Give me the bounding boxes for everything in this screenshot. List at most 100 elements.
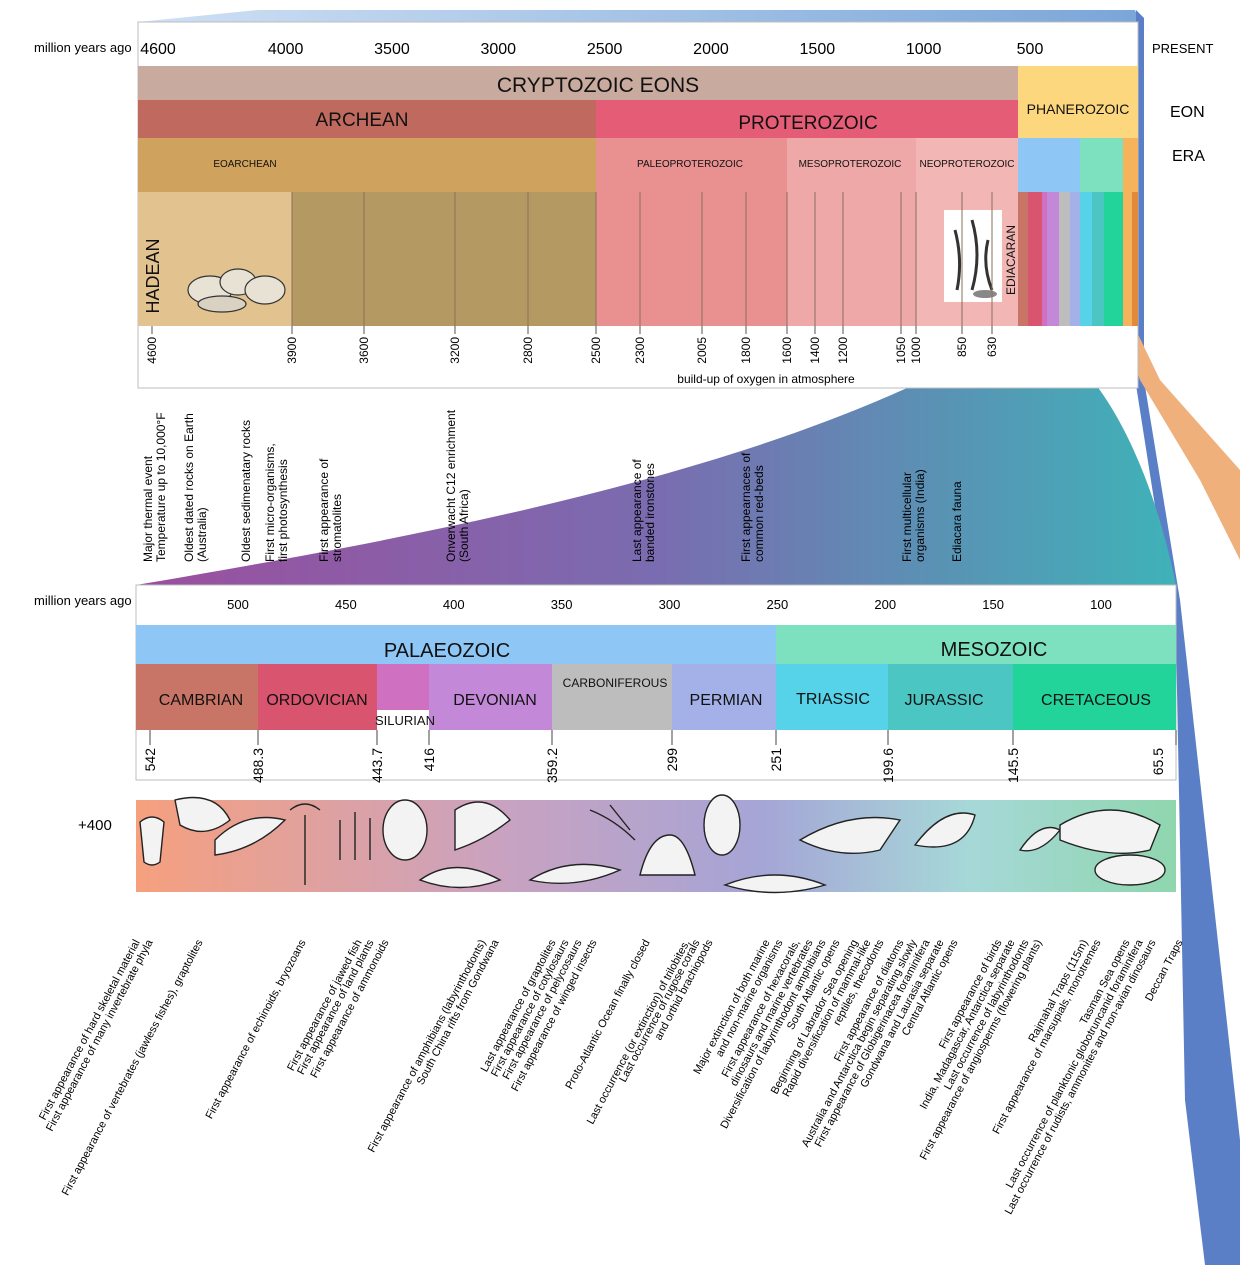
bottom-boundary-label: 542 xyxy=(142,748,158,772)
period-ordovician-label: ORDOVICIAN xyxy=(266,692,367,709)
precambrian-event: First micro-organisms, xyxy=(263,443,277,562)
phanerozoic-period-strips xyxy=(1018,192,1138,326)
period-carboniferous-label: CARBONIFEROUS xyxy=(563,676,668,690)
top-tick-label: 2000 xyxy=(693,41,729,58)
shark-icon xyxy=(454,801,511,851)
trilobite-horseshoe-icon xyxy=(139,816,165,866)
mammal-icon xyxy=(1094,854,1166,886)
period-carboniferous xyxy=(552,664,672,730)
ammonite-icon xyxy=(382,799,428,861)
top-tick-label: 1500 xyxy=(800,41,836,58)
era-mesozoic-swatch xyxy=(1080,138,1123,192)
period-permian-label: PERMIAN xyxy=(690,692,763,709)
precambrian-event: Oldest dated rocks on Earth xyxy=(182,413,196,562)
trilobite-icon xyxy=(703,794,741,856)
dinosaur-icon xyxy=(798,816,902,854)
mesozoic-band xyxy=(776,625,1176,664)
eon-archean-label: ARCHEAN xyxy=(316,110,409,131)
eon-label: EON xyxy=(1170,104,1205,121)
bottom-boundary-label: 416 xyxy=(421,748,437,772)
period-silurian-label: SILURIAN xyxy=(375,713,435,728)
bottom-boundary-label: 299 xyxy=(664,748,680,772)
bottom-boundary-label: 488.3 xyxy=(250,748,266,783)
period-cretaceous-label: CRETACEOUS xyxy=(1041,692,1151,709)
hadean-rocks-illustration xyxy=(187,268,286,313)
insect-icon xyxy=(589,804,636,841)
cryptozoic-band xyxy=(138,66,1018,100)
bottom-boundary-label: 251 xyxy=(768,748,784,772)
phanerozoic-event: First appearance of amphibians (labyrint… xyxy=(366,938,489,1155)
crinoid-icon xyxy=(289,803,321,885)
precambrian-event: banded ironstones xyxy=(643,463,657,562)
zoom-funnel xyxy=(136,328,1176,585)
bottom-tick-label: 150 xyxy=(982,597,1004,612)
brachiopod-icon xyxy=(174,796,231,833)
bottom-tick-label: 400 xyxy=(443,597,465,612)
top-boundary-label: 2300 xyxy=(633,337,647,364)
hadean-label: HADEAN xyxy=(143,238,163,313)
archean-band xyxy=(138,100,596,138)
neoproterozoic-band xyxy=(916,138,1018,192)
ediacara-fossil-illustration xyxy=(944,210,1002,302)
precambrian-event: Ediacara fauna xyxy=(950,481,964,562)
era-cenozoic-swatch xyxy=(1123,138,1138,192)
top-boundary-label: 850 xyxy=(955,337,969,357)
period-triassic xyxy=(776,664,888,730)
top-boundary-label: 1400 xyxy=(808,337,822,364)
period-bands xyxy=(136,664,1176,730)
mesoproterozoic-detail xyxy=(787,192,916,326)
top-boundary-label: 3200 xyxy=(448,337,462,364)
top-tick-label: 500 xyxy=(1017,41,1044,58)
top-tick-label: 4000 xyxy=(268,41,304,58)
period-cambrian xyxy=(136,664,258,730)
precambrian-event: Temperature up to 10,000°F xyxy=(154,412,168,562)
bottom-tick-label: 300 xyxy=(659,597,681,612)
period-devonian-label: DEVONIAN xyxy=(453,692,537,709)
bottom-boundary-label: 443.7 xyxy=(369,748,385,783)
archean-rock-band xyxy=(292,192,596,326)
mesoproterozoic-band xyxy=(787,138,916,192)
bottom-axis-label: million years ago xyxy=(34,593,132,608)
bottom-tick-label: 500 xyxy=(227,597,249,612)
top-boundary-label: 1200 xyxy=(836,337,850,364)
top-boundary-label: 2800 xyxy=(521,337,535,364)
top-tick-label: 1000 xyxy=(906,41,942,58)
phanerozoic-band xyxy=(1018,66,1138,138)
top-axis-label: million years ago xyxy=(34,40,132,55)
precambrian-event: stromatolites xyxy=(330,494,344,562)
bottom-boundary-label: 65.5 xyxy=(1150,748,1166,775)
top-boundary-label: 630 xyxy=(985,337,999,357)
period-silurian xyxy=(377,664,429,710)
precambrian-event: common red-beds xyxy=(752,465,766,562)
top-boundary-lines xyxy=(151,192,993,334)
top-tick-label: 3500 xyxy=(374,41,410,58)
top-boundary-label: 4600 xyxy=(145,337,159,364)
top-tick-label: 2500 xyxy=(587,41,623,58)
period-ordovician xyxy=(258,664,377,730)
period-jurassic xyxy=(888,664,1013,730)
bottom-tick-label: 200 xyxy=(874,597,896,612)
top-boundary-label: 1600 xyxy=(780,337,794,364)
ichthyosaur-icon xyxy=(722,874,828,894)
supereon-label: CRYPTOZOIC EONS xyxy=(497,74,699,97)
bottom-tick-label: 450 xyxy=(335,597,357,612)
era-palaeozoic-label: PALAEOZOIC xyxy=(384,640,510,662)
period-cretaceous xyxy=(1013,664,1176,730)
paleoproterozoic-detail xyxy=(596,192,787,326)
plants-icon xyxy=(339,812,371,860)
bottom-boundary-lines xyxy=(149,730,1177,745)
precambrian-event: (South Africa) xyxy=(457,489,471,562)
bottom-tick-label: 100 xyxy=(1090,597,1112,612)
bird-icon xyxy=(913,812,976,848)
precambrian-event: Last appearance of xyxy=(630,459,644,562)
top-tick-label: 4600 xyxy=(140,41,176,58)
bottom-boundary-label: 145.5 xyxy=(1005,748,1021,783)
era-mesoproterozoic-label: MESOPROTEROZOIC xyxy=(799,159,902,170)
reptile-icon xyxy=(528,863,623,884)
